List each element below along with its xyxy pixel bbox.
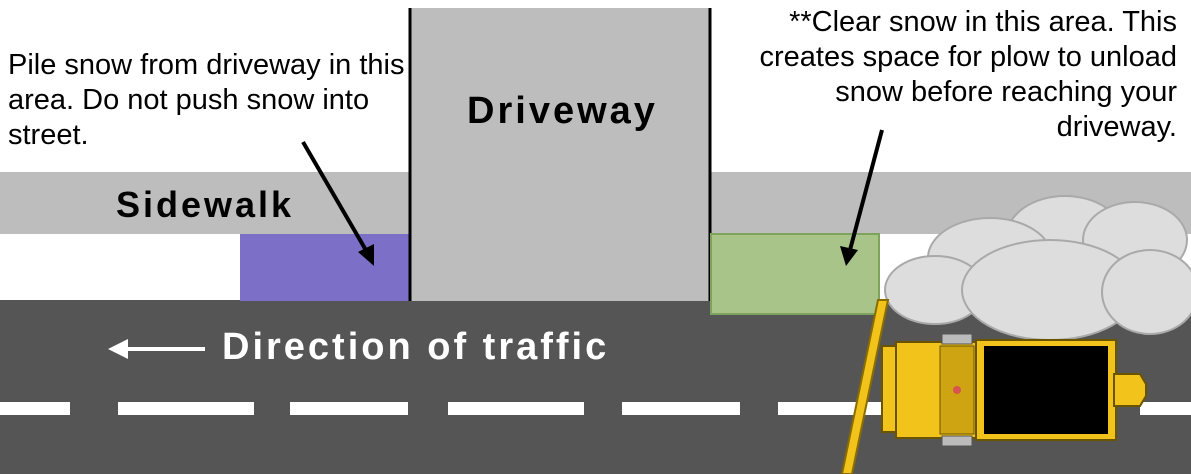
snow-cloud-icon — [884, 195, 1191, 341]
driveway — [410, 8, 710, 301]
snow-pile-area — [240, 234, 410, 301]
clear-snow-note: **Clear snow in this area. This creates … — [759, 6, 1177, 143]
driveway-label: Driveway — [467, 90, 658, 132]
snow-plow-truck-icon — [881, 333, 1147, 447]
arrow-left-icon — [108, 339, 205, 359]
sidewalk-label: Sidewalk — [116, 184, 301, 226]
plow-blade — [840, 299, 890, 474]
left-pointer-arrow — [301, 140, 374, 266]
pile-snow-note: Pile snow from driveway in this area. Do… — [8, 49, 405, 151]
right-pointer-arrow — [840, 129, 884, 266]
clear-snow-area — [710, 233, 880, 315]
lane-markings — [0, 402, 1191, 415]
traffic-direction-label: Direction of traffic — [222, 326, 610, 368]
